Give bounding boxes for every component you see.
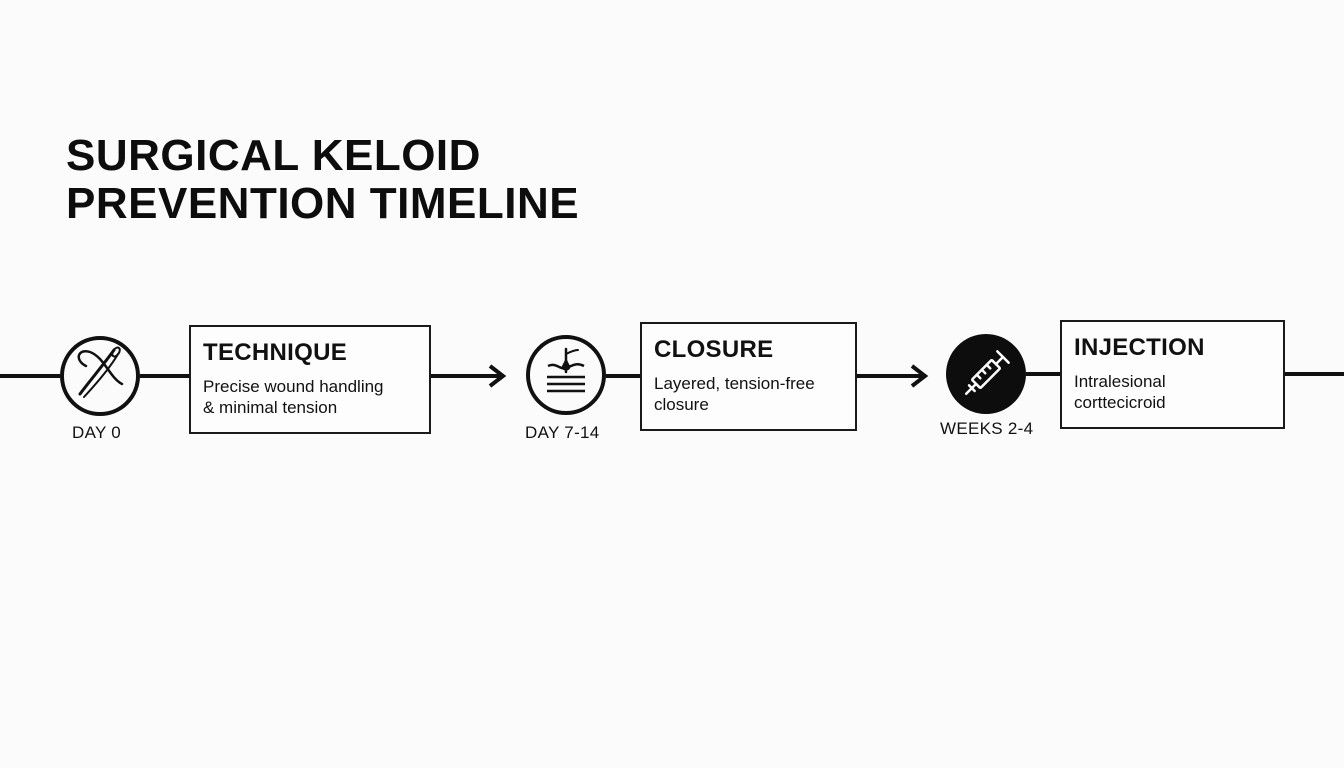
diagram-title: SURGICAL KELOID PREVENTION TIMELINE — [66, 132, 579, 228]
timeline-connectors — [0, 364, 1344, 388]
time-label-weeks-2-4: WEEKS 2-4 — [940, 419, 1034, 438]
step-heading: TECHNIQUE — [203, 339, 348, 366]
step-box-closure: CLOSURE Layered, tension-free closure — [640, 322, 857, 431]
title-line-2: PREVENTION TIMELINE — [66, 179, 580, 228]
title-line-1: SURGICAL KELOID — [66, 131, 481, 180]
step-box-injection: INJECTION Intralesional corttecicroid — [1060, 320, 1285, 429]
arrowhead-1 — [488, 364, 507, 388]
step-description: Intralesional corttecicroid — [1074, 372, 1166, 412]
skin-layers-icon — [526, 335, 606, 415]
step-box-technique: TECHNIQUE Precise wound handling & minim… — [189, 325, 431, 434]
time-label-day-0: DAY 0 — [72, 423, 122, 442]
step-heading: CLOSURE — [654, 336, 774, 363]
arrowhead-2 — [910, 364, 929, 388]
suture-needle-icon — [60, 336, 140, 416]
step-description: Precise wound handling & minimal tension — [203, 377, 384, 417]
syringe-icon — [946, 334, 1026, 414]
time-label-day-7-14: DAY 7-14 — [525, 423, 600, 442]
step-heading: INJECTION — [1074, 334, 1205, 361]
step-description: Layered, tension-free closure — [654, 374, 815, 414]
